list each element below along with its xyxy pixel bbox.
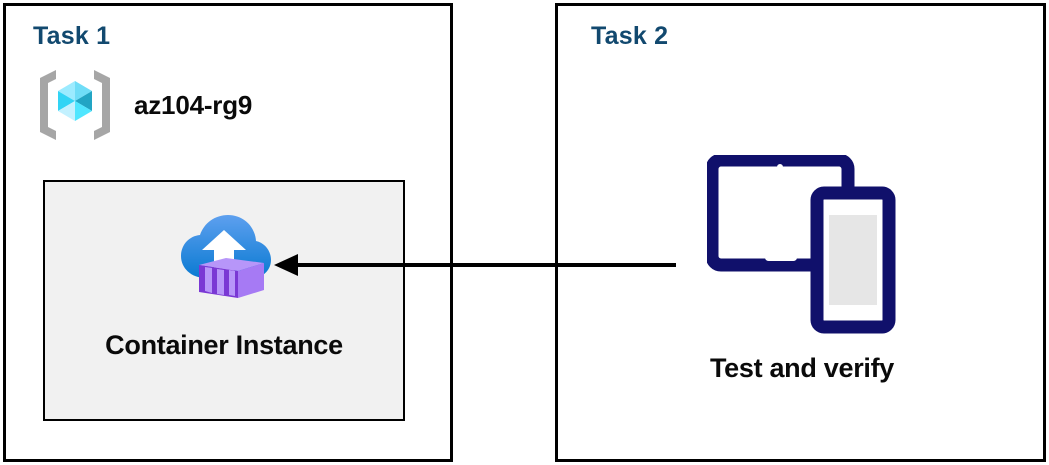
panel-task-1: Task 1	[3, 3, 453, 462]
resource-group-row: az104-rg9	[36, 66, 252, 144]
panel-title-task-2: Task 2	[591, 22, 669, 50]
test-and-verify-group: Test and verify	[612, 155, 992, 384]
container-instance-box: Container Instance	[43, 180, 405, 421]
devices-tablet-phone-icon	[707, 155, 897, 335]
resource-group-label: az104-rg9	[134, 89, 253, 120]
panel-task-2: Task 2	[555, 3, 1046, 462]
azure-resource-group-icon	[36, 66, 114, 144]
container-instance-icon	[176, 182, 272, 302]
test-and-verify-label: Test and verify	[709, 353, 895, 383]
container-instance-label: Container Instance	[105, 330, 343, 360]
panel-title-task-1: Task 1	[33, 22, 111, 50]
